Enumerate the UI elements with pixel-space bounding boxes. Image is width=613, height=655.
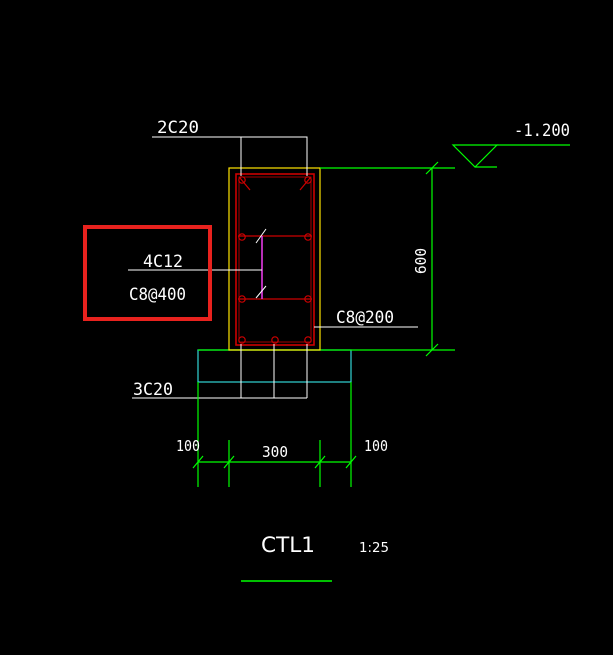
rebar-side-ll: [238, 295, 246, 303]
beam-outline: [228, 167, 321, 351]
stirrup-hook-right: [299, 177, 311, 191]
drawing-scale: 1:25: [359, 541, 389, 556]
stirrup-label: C8@200: [336, 308, 394, 328]
stirrup-inner: [238, 176, 312, 343]
rebar-top-left: [238, 176, 246, 184]
tie-hook-top: [255, 228, 267, 244]
elevation-label: -1.200: [514, 121, 570, 141]
bottom-rebar-label: 3C20: [133, 380, 173, 400]
side-rebar-label: 4C12: [143, 252, 183, 272]
tie-hook-bottom: [255, 285, 267, 299]
width-tick-4: [345, 455, 357, 469]
height-dim-tick-top: [425, 161, 439, 175]
stirrup-hook-left: [239, 177, 251, 191]
left-offset-label: 100: [176, 437, 200, 455]
width-tick-1: [192, 455, 204, 469]
drawing-title: CTL1: [261, 533, 315, 557]
width-tick-2: [223, 455, 235, 469]
stirrup-outer: [235, 173, 315, 346]
width-tick-3: [314, 455, 326, 469]
rebar-top-right: [304, 176, 312, 184]
rebar-side-ul: [238, 233, 246, 241]
top-rebar-label: 2C20: [157, 118, 199, 138]
tie-rebar-label: C8@400: [129, 285, 186, 305]
leader-top-rebar: [152, 136, 308, 176]
height-dim-tick-bottom: [425, 343, 439, 357]
elevation-symbol: [451, 144, 499, 168]
width-dim-label: 300: [262, 443, 288, 461]
rebar-bottom-mid: [271, 336, 279, 344]
right-offset-label: 100: [364, 437, 388, 455]
height-dim-label: 600: [412, 248, 430, 274]
rebar-bottom-left: [238, 336, 246, 344]
rebar-side-ur: [304, 233, 312, 241]
rebar-bottom-right: [304, 336, 312, 344]
rebar-side-lr: [304, 295, 312, 303]
highlight-box: [83, 225, 212, 321]
